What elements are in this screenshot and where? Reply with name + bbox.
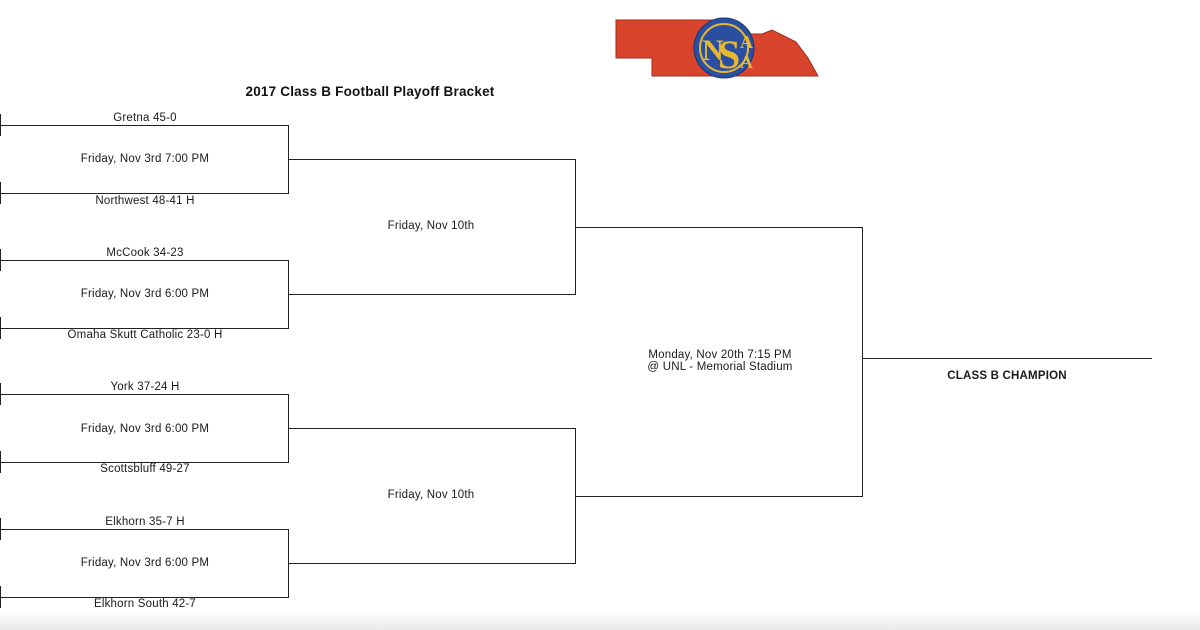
bracket-line <box>862 358 1152 359</box>
semifinal-date: Friday, Nov 10th <box>387 489 475 501</box>
team-label: Gretna 45-0 <box>113 112 177 124</box>
logo-letter-a1: A <box>740 32 753 52</box>
team-label: Omaha Skutt Catholic 23-0 H <box>67 329 223 341</box>
bracket-line <box>288 159 576 160</box>
page-bottom-edge <box>0 612 1200 630</box>
logo-letter-n: N <box>702 34 724 67</box>
bracket-line <box>0 317 1 339</box>
logo-letter-s: S <box>718 32 740 77</box>
bracket-line <box>288 294 576 295</box>
bracket-line <box>0 114 1 136</box>
bracket-line <box>0 451 1 473</box>
bracket-line <box>0 383 1 405</box>
bracket-line <box>0 462 289 463</box>
bracket-line <box>0 597 289 598</box>
final-venue: @ UNL - Memorial Stadium <box>647 361 793 373</box>
bracket-line <box>575 227 863 228</box>
team-label: Scottsbluff 49-27 <box>100 463 190 475</box>
team-label: Elkhorn South 42-7 <box>93 598 197 610</box>
team-label: York 37-24 H <box>110 381 180 393</box>
nebraska-map-logo-icon: N S A A <box>615 17 819 79</box>
team-label: McCook 34-23 <box>106 247 184 259</box>
bracket-line <box>575 496 863 497</box>
bracket-line <box>288 563 576 564</box>
bracket-line <box>0 125 289 126</box>
game-date: Friday, Nov 3rd 6:00 PM <box>80 423 210 435</box>
final-date: Monday, Nov 20th 7:15 PM <box>648 349 792 361</box>
bracket-line <box>0 260 289 261</box>
team-label: Elkhorn 35-7 H <box>105 516 185 528</box>
bracket-line <box>862 227 863 497</box>
logo-letter-a2: A <box>740 52 753 72</box>
bracket-line <box>0 182 1 204</box>
bracket-title: 2017 Class B Football Playoff Bracket <box>245 84 495 99</box>
semifinal-date: Friday, Nov 10th <box>387 220 475 232</box>
bracket-line <box>0 529 289 530</box>
bracket-line <box>0 249 1 271</box>
game-date: Friday, Nov 3rd 6:00 PM <box>80 557 210 569</box>
bracket-line <box>0 518 1 540</box>
nsaa-logo: N S A A <box>612 14 832 80</box>
bracket-line <box>288 428 576 429</box>
team-label: Northwest 48-41 H <box>95 195 195 207</box>
bracket-line <box>0 193 289 194</box>
champion-label: CLASS B CHAMPION <box>947 370 1067 382</box>
bracket-line <box>0 586 1 608</box>
bracket-line <box>0 328 289 329</box>
game-date: Friday, Nov 3rd 6:00 PM <box>80 288 210 300</box>
bracket-line <box>0 394 289 395</box>
game-date: Friday, Nov 3rd 7:00 PM <box>80 153 210 165</box>
